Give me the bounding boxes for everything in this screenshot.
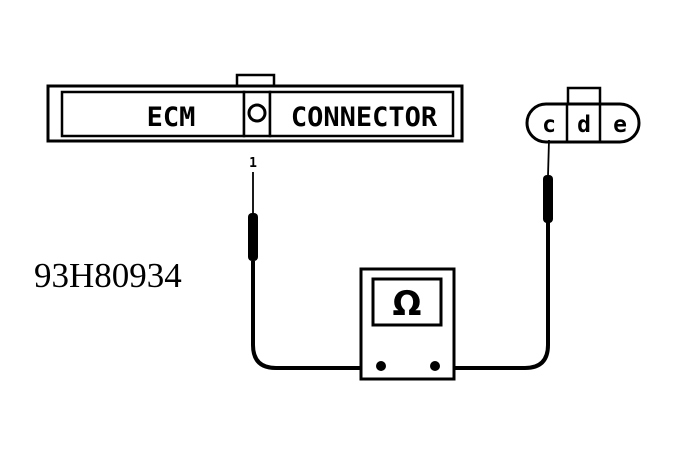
terminal-e-label: e (613, 112, 627, 138)
ohm-symbol-icon: Ω (393, 284, 422, 324)
terminal-c-label: c (542, 112, 556, 138)
ecm-connector: ECM CONNECTOR 1 (46, 73, 464, 171)
sensor-connector-housing (525, 102, 641, 144)
left-probe-handle (248, 213, 258, 261)
terminal-d-label: d (577, 112, 591, 138)
right-lead-wire (435, 222, 550, 370)
ecm-connector-key-hole (247, 103, 267, 123)
right-probe-tip (547, 139, 550, 177)
pin-number-label: 1 (249, 156, 257, 171)
connector-label: CONNECTOR (291, 102, 438, 133)
ohmmeter-display (371, 277, 443, 327)
sensor-connector: c d e (525, 86, 641, 144)
left-lead-wire (251, 261, 381, 370)
right-probe-handle (543, 175, 553, 223)
right-test-lead (435, 139, 553, 370)
left-test-lead (248, 172, 381, 370)
ecm-label: ECM (147, 102, 196, 133)
ecm-connector-panel-left (60, 90, 246, 138)
reference-code: 93H80934 (34, 256, 182, 295)
ohmmeter: Ω (359, 267, 456, 381)
ecm-connector-panel-right (268, 90, 455, 138)
ohmmeter-terminal-left (376, 361, 386, 371)
ohmmeter-terminal-right (430, 361, 440, 371)
